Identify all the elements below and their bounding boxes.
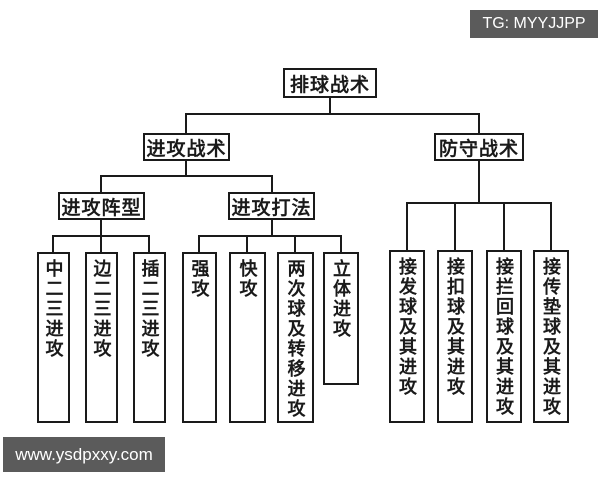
connector-formation-stem-top: [100, 175, 102, 192]
connector-offense-horizontal: [100, 175, 273, 177]
watermark-website-badge: www.ysdpxxy.com: [3, 437, 165, 472]
connector-defense-child-1: [406, 202, 408, 250]
node-offense-tactics: 进攻战术: [143, 133, 230, 161]
connector-offense-stem-top: [185, 113, 187, 133]
connector-defense-stem-top: [478, 113, 480, 133]
connector-formation-child-2: [100, 235, 102, 252]
connector-play-stem-top: [271, 175, 273, 192]
connector-level1-horizontal: [185, 113, 480, 115]
node-second-ball-transfer-attack: 两次球及转移进攻: [277, 252, 314, 423]
node-three-dimensional-attack: 立体进攻: [323, 252, 359, 385]
node-block-rebound-receive-attack: 接拦回球及其进攻: [486, 250, 522, 423]
connector-formation-child-3: [148, 235, 150, 252]
node-pass-dig-receive-attack: 接传垫球及其进攻: [533, 250, 569, 423]
connector-defense-stem-bottom: [478, 161, 480, 202]
node-quick-attack: 快攻: [229, 252, 266, 423]
connector-defense-horizontal: [406, 202, 552, 204]
connector-defense-child-4: [550, 202, 552, 250]
node-defense-tactics: 防守战术: [434, 133, 524, 161]
node-power-attack: 强攻: [182, 252, 217, 423]
connector-play-child-3: [294, 235, 296, 252]
watermark-telegram-badge: TG: MYYJJPP: [470, 10, 598, 38]
connector-play-child-4: [340, 235, 342, 252]
connector-play-stem-bottom: [271, 220, 273, 235]
connector-defense-child-2: [454, 202, 456, 250]
node-side-2-3-attack: 边二三进攻: [85, 252, 118, 423]
connector-offense-stem-bottom: [185, 161, 187, 175]
node-spike-receive-attack: 接扣球及其进攻: [437, 250, 473, 423]
connector-play-child-2: [246, 235, 248, 252]
connector-play-horizontal: [198, 235, 342, 237]
node-serve-receive-attack: 接发球及其进攻: [389, 250, 425, 423]
node-center-2-3-attack: 中二三进攻: [37, 252, 70, 423]
connector-play-child-1: [198, 235, 200, 252]
node-offense-formation: 进攻阵型: [58, 192, 145, 220]
connector-root-stem: [329, 97, 331, 115]
node-insert-2-3-attack: 插二三进攻: [133, 252, 166, 423]
connector-formation-child-1: [52, 235, 54, 252]
node-offense-play-style: 进攻打法: [228, 192, 315, 220]
node-volleyball-tactics: 排球战术: [283, 68, 377, 98]
connector-defense-child-3: [503, 202, 505, 250]
connector-formation-stem-bottom: [100, 220, 102, 235]
